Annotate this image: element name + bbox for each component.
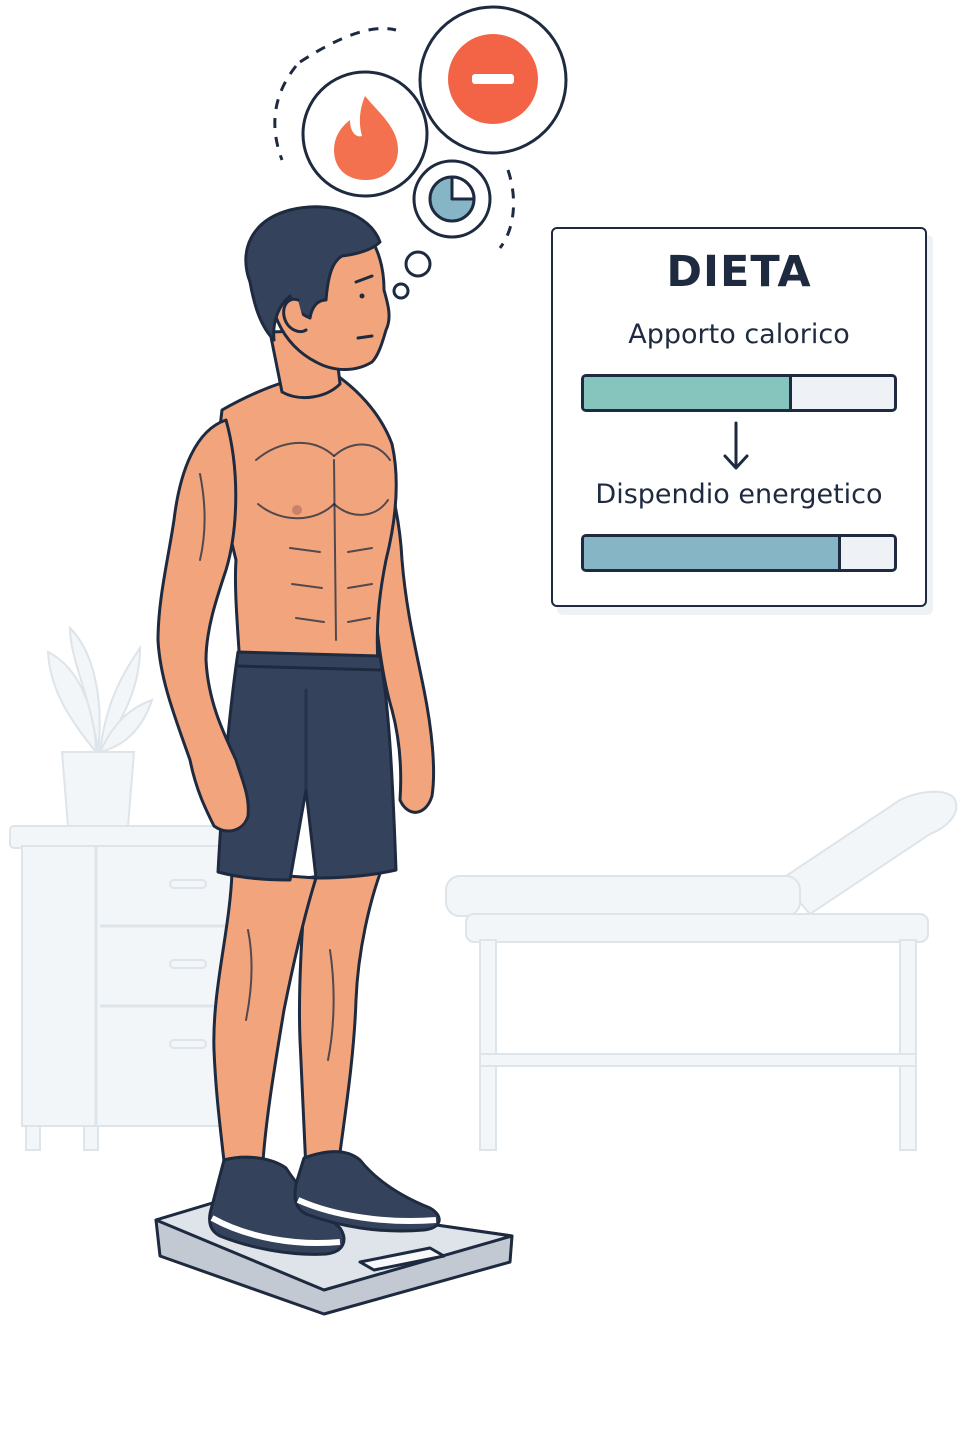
energy-expenditure-label: Dispendio energetico [595,479,883,510]
flame-icon [301,70,429,198]
energy-expenditure-bar-fill [584,537,842,569]
person [156,205,441,1256]
examination-bed [445,790,958,1151]
cabinet [9,825,251,1151]
energy-expenditure-bar [581,534,897,572]
caloric-intake-label: Apporto calorico [628,319,850,350]
arrow-down-icon [723,421,749,470]
card-title: DIETA [666,247,812,297]
caloric-intake-bar-fill [584,377,792,409]
caloric-intake-bar [581,374,897,412]
thought-bubbles [273,5,568,300]
background-furniture [9,625,958,1151]
diet-info-card: DIETA Apporto calorico Dispendio energet… [551,227,927,607]
plant [46,625,154,827]
minus-icon [418,5,568,155]
pie-chart-icon [412,159,492,239]
